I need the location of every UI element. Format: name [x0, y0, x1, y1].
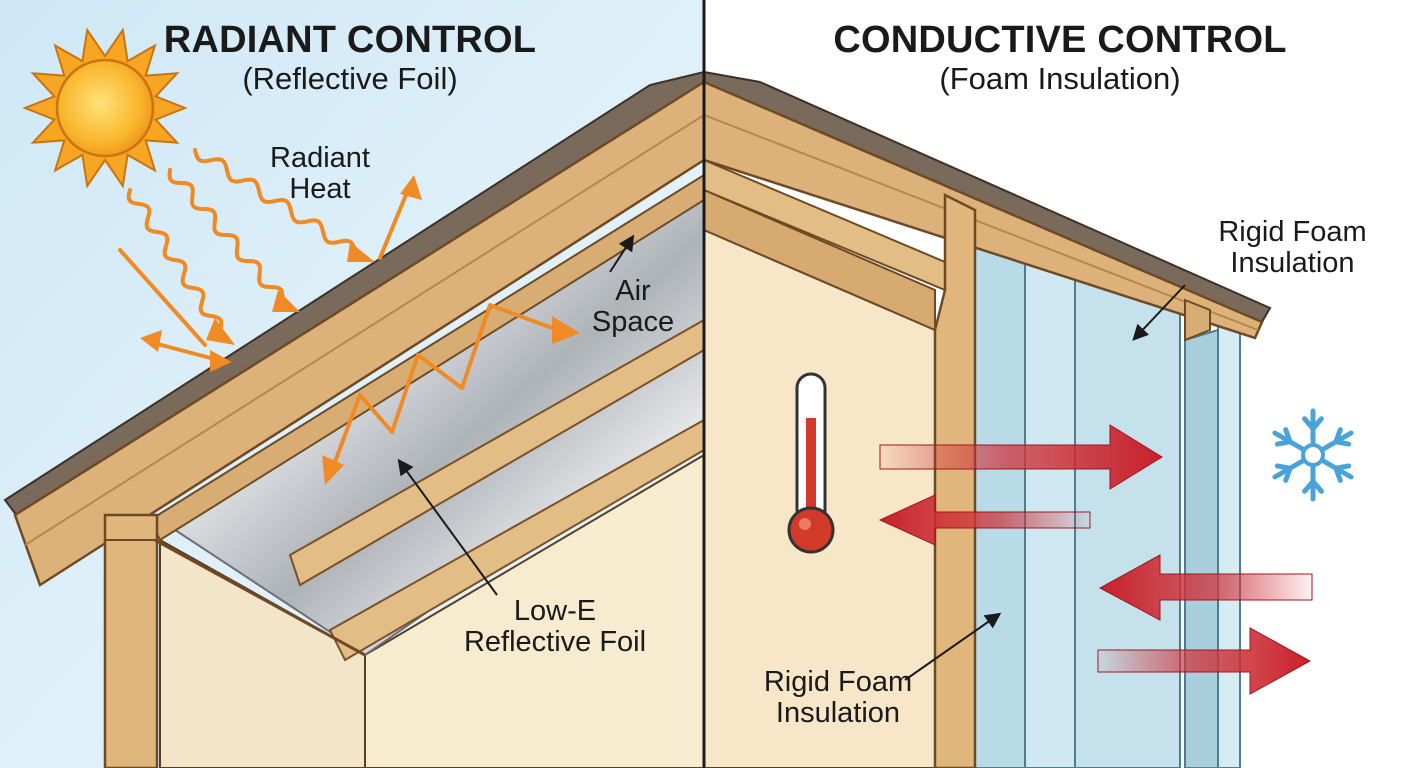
right-subtitle: (Foam Insulation)	[939, 61, 1181, 96]
sun-icon	[22, 27, 188, 189]
left-subtitle: (Reflective Foil)	[242, 61, 458, 96]
rigid-foam-bottom-line1: Rigid Foam	[763, 666, 913, 698]
radiant-heat-label: Radiant Heat	[255, 142, 385, 206]
air-space-label: Air Space	[578, 275, 688, 339]
arrowheads	[206, 242, 375, 345]
rigid-foam-top-line1: Rigid Foam	[1218, 216, 1367, 248]
reflected-heat-arrows	[148, 183, 412, 362]
foam-panel	[1074, 253, 1181, 768]
radiant-zigzag-arrow	[330, 303, 553, 471]
interior-wall-back	[364, 453, 705, 768]
foam-panel	[1217, 318, 1241, 768]
rigid-foam-top-line2: Insulation	[1230, 247, 1355, 280]
rigid-foam-label-bottom: Rigid Foam Insulation	[748, 666, 928, 730]
foam-panel	[1024, 246, 1076, 768]
conduction-arrows	[878, 424, 1313, 695]
left-title: RADIANT CONTROL	[163, 19, 537, 61]
reflective-foil-label: Low-E Reflective Foil	[440, 595, 670, 659]
reflective-foil-label-line2: Reflective Foil	[463, 626, 647, 659]
wall-post	[103, 513, 159, 768]
reflective-foil-label-line1: Low-E	[513, 595, 597, 627]
snowflake-icon	[1272, 408, 1354, 502]
right-panel	[702, 0, 1408, 768]
left-panel	[0, 0, 706, 768]
rigid-foam-label-top: Rigid Foam Insulation	[1200, 216, 1385, 280]
radiant-heat-arrows	[118, 148, 357, 347]
foam-panel	[1184, 328, 1219, 768]
radiant-heat-label-line1: Radiant	[270, 142, 370, 174]
wall-stud	[933, 192, 977, 768]
right-title: CONDUCTIVE CONTROL	[833, 19, 1287, 61]
thermometer-icon	[787, 372, 835, 554]
foam-panel	[969, 223, 1026, 768]
rigid-foam-bottom-line2: Insulation	[775, 697, 901, 730]
air-space-label-line2: Space	[591, 306, 675, 339]
air-space-label-line1: Air	[615, 275, 651, 307]
radiant-heat-label-line2: Heat	[289, 173, 351, 206]
